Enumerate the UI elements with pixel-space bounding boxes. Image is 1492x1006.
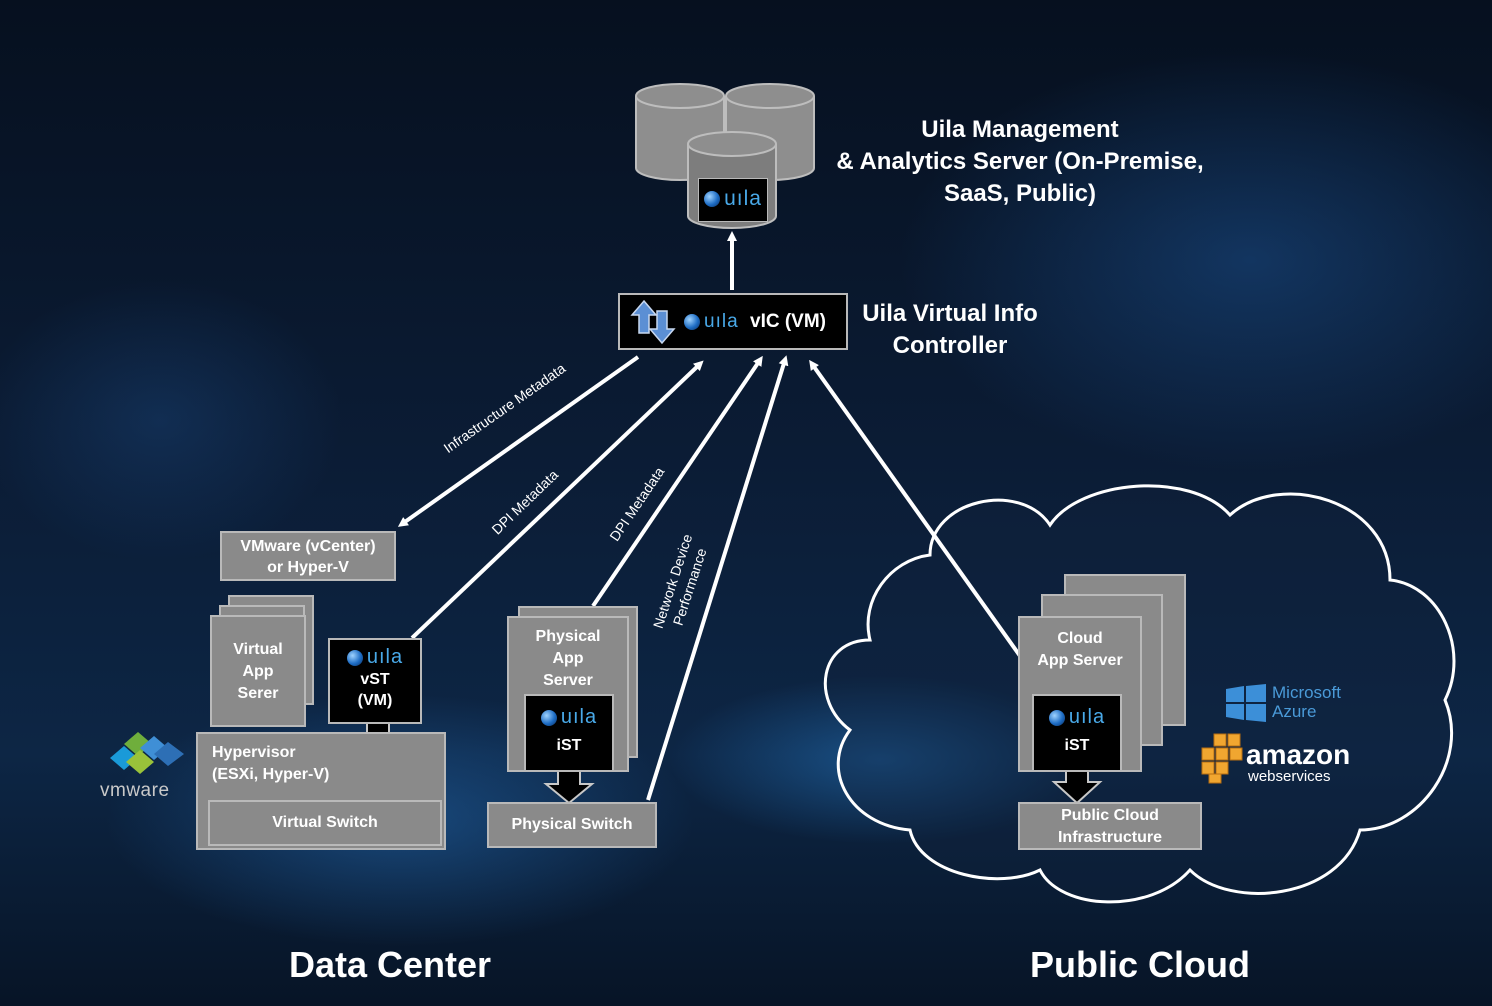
server-uila-badge: uıla <box>698 178 768 222</box>
uila-logo-text: uıla <box>724 187 762 210</box>
amazon-logo-text: amazon <box>1246 739 1351 770</box>
vst-box[interactable]: uıla vST (VM) <box>328 638 422 724</box>
uila-logo-text: uıla <box>1068 706 1106 728</box>
arrow-cloud-ist <box>809 359 1057 707</box>
microsoft-azure-logo-text: Microsoft Azure <box>1272 683 1341 721</box>
windows-logo-icon <box>1226 684 1266 722</box>
sync-arrows-icon <box>630 299 676 345</box>
vmware-vcenter-box[interactable]: VMware (vCenter) or Hyper-V <box>220 531 396 581</box>
virtual-switch-box[interactable]: Virtual Switch <box>208 800 442 846</box>
arrow-infrastructure-metadata <box>397 355 640 527</box>
uila-logo-text: uıla <box>560 706 598 728</box>
section-data-center: Data Center <box>288 944 492 985</box>
public-cloud-infrastructure-box[interactable]: Public Cloud Infrastructure <box>1018 802 1202 850</box>
ist-physical-box[interactable]: uıla iST <box>524 694 614 772</box>
arrow-network-device <box>646 355 789 801</box>
uila-globe-icon <box>346 649 363 666</box>
hypervisor-label: Hypervisor (ESXi, Hyper-V) <box>212 744 330 783</box>
uila-globe-icon <box>704 191 721 207</box>
management-server-title: Uila Management & Analytics Server (On-P… <box>836 116 1204 207</box>
uila-globe-icon <box>1048 709 1065 726</box>
arrow-ist-physical-down <box>543 769 595 805</box>
uila-globe-icon <box>540 709 557 726</box>
vic-title: Uila Virtual Info Controller <box>862 300 1038 359</box>
vic-name: vIC (VM) <box>750 311 826 332</box>
arrow-ist-cloud-down <box>1051 769 1103 805</box>
arrow-dpi-vst <box>410 360 704 640</box>
vmware-logo-icon <box>110 732 184 774</box>
vic-box[interactable]: uıla vIC (VM) <box>618 293 848 350</box>
vmware-logo-text: vmware <box>100 780 170 801</box>
aws-logo-text: webservices <box>1248 768 1331 785</box>
uila-globe-icon <box>684 314 700 330</box>
aws-cubes-icon <box>1201 733 1243 784</box>
virtual-app-server-box[interactable]: Virtual App Serer <box>210 615 306 727</box>
arrow-dpi-physical <box>591 355 763 608</box>
uila-logo-text: uıla <box>704 311 739 332</box>
ist-cloud-box[interactable]: uıla iST <box>1032 694 1122 772</box>
uila-logo-text: uıla <box>366 646 404 668</box>
physical-switch-box[interactable]: Physical Switch <box>487 802 657 848</box>
section-public-cloud: Public Cloud <box>1030 944 1250 985</box>
